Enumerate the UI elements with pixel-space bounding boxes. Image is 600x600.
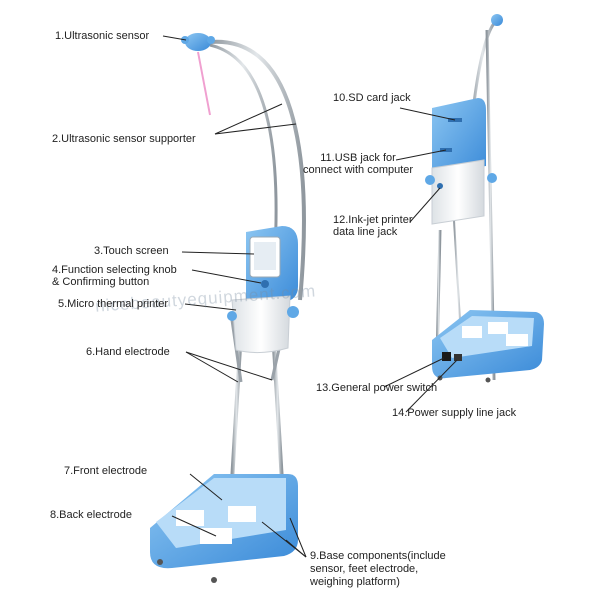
label-function-knob: 4.Function selecting knob & Confirming b…: [52, 264, 177, 288]
pole-right: [271, 329, 284, 483]
label-general-power-switch: 13.General power switch: [316, 382, 438, 394]
label-front-electrode: 7.Front electrode: [64, 465, 148, 477]
label-touch-screen: 3.Touch screen: [94, 245, 169, 257]
ultrasonic-beam: [197, 51, 211, 116]
right-ultrasonic-sensor-icon: [491, 14, 503, 26]
leader-lines: [162, 35, 458, 558]
label-ultrasonic-sensor: 1.Ultrasonic sensor: [55, 30, 150, 42]
right-machine: [425, 14, 544, 383]
power-jack: [454, 354, 462, 361]
label-back-electrode: 8.Back electrode: [50, 509, 132, 521]
front-electrode-pad-2: [26, 488, 61, 504]
hand-electrode-right-knob-icon: [287, 306, 299, 318]
printer-jack-icon: [437, 183, 443, 189]
ultrasonic-sensor-icon: [181, 33, 215, 51]
function-knob-icon: [261, 280, 269, 288]
head-unit: [227, 226, 299, 354]
pole-left: [230, 329, 243, 483]
label-hand-electrode: 6.Hand electrode: [86, 346, 170, 358]
power-switch: [442, 352, 451, 361]
label-printer-data-jack: 12.Ink-jet printer data line jack: [333, 214, 413, 238]
hand-electrode-left-handle: [230, 319, 243, 383]
hand-electrode-left-knob-icon: [227, 311, 237, 321]
label-usb-jack: 11.USB jack for connect with computer: [303, 152, 414, 176]
left-base: [0, 474, 298, 583]
label-sensor-supporter: 2.Ultrasonic sensor supporter: [52, 133, 196, 145]
label-base-components: 9.Base components(include sensor, feet e…: [310, 550, 446, 588]
front-electrode-pad: [0, 488, 11, 504]
label-sd-card-jack: 10.SD card jack: [333, 92, 411, 104]
label-micro-thermal-printer: 5.Micro thermal printer: [58, 298, 169, 310]
left-machine: [0, 33, 306, 583]
sensor-supporter-arc-outer: [209, 39, 306, 301]
label-power-supply-jack: 14.Power supply line jack: [392, 407, 517, 419]
